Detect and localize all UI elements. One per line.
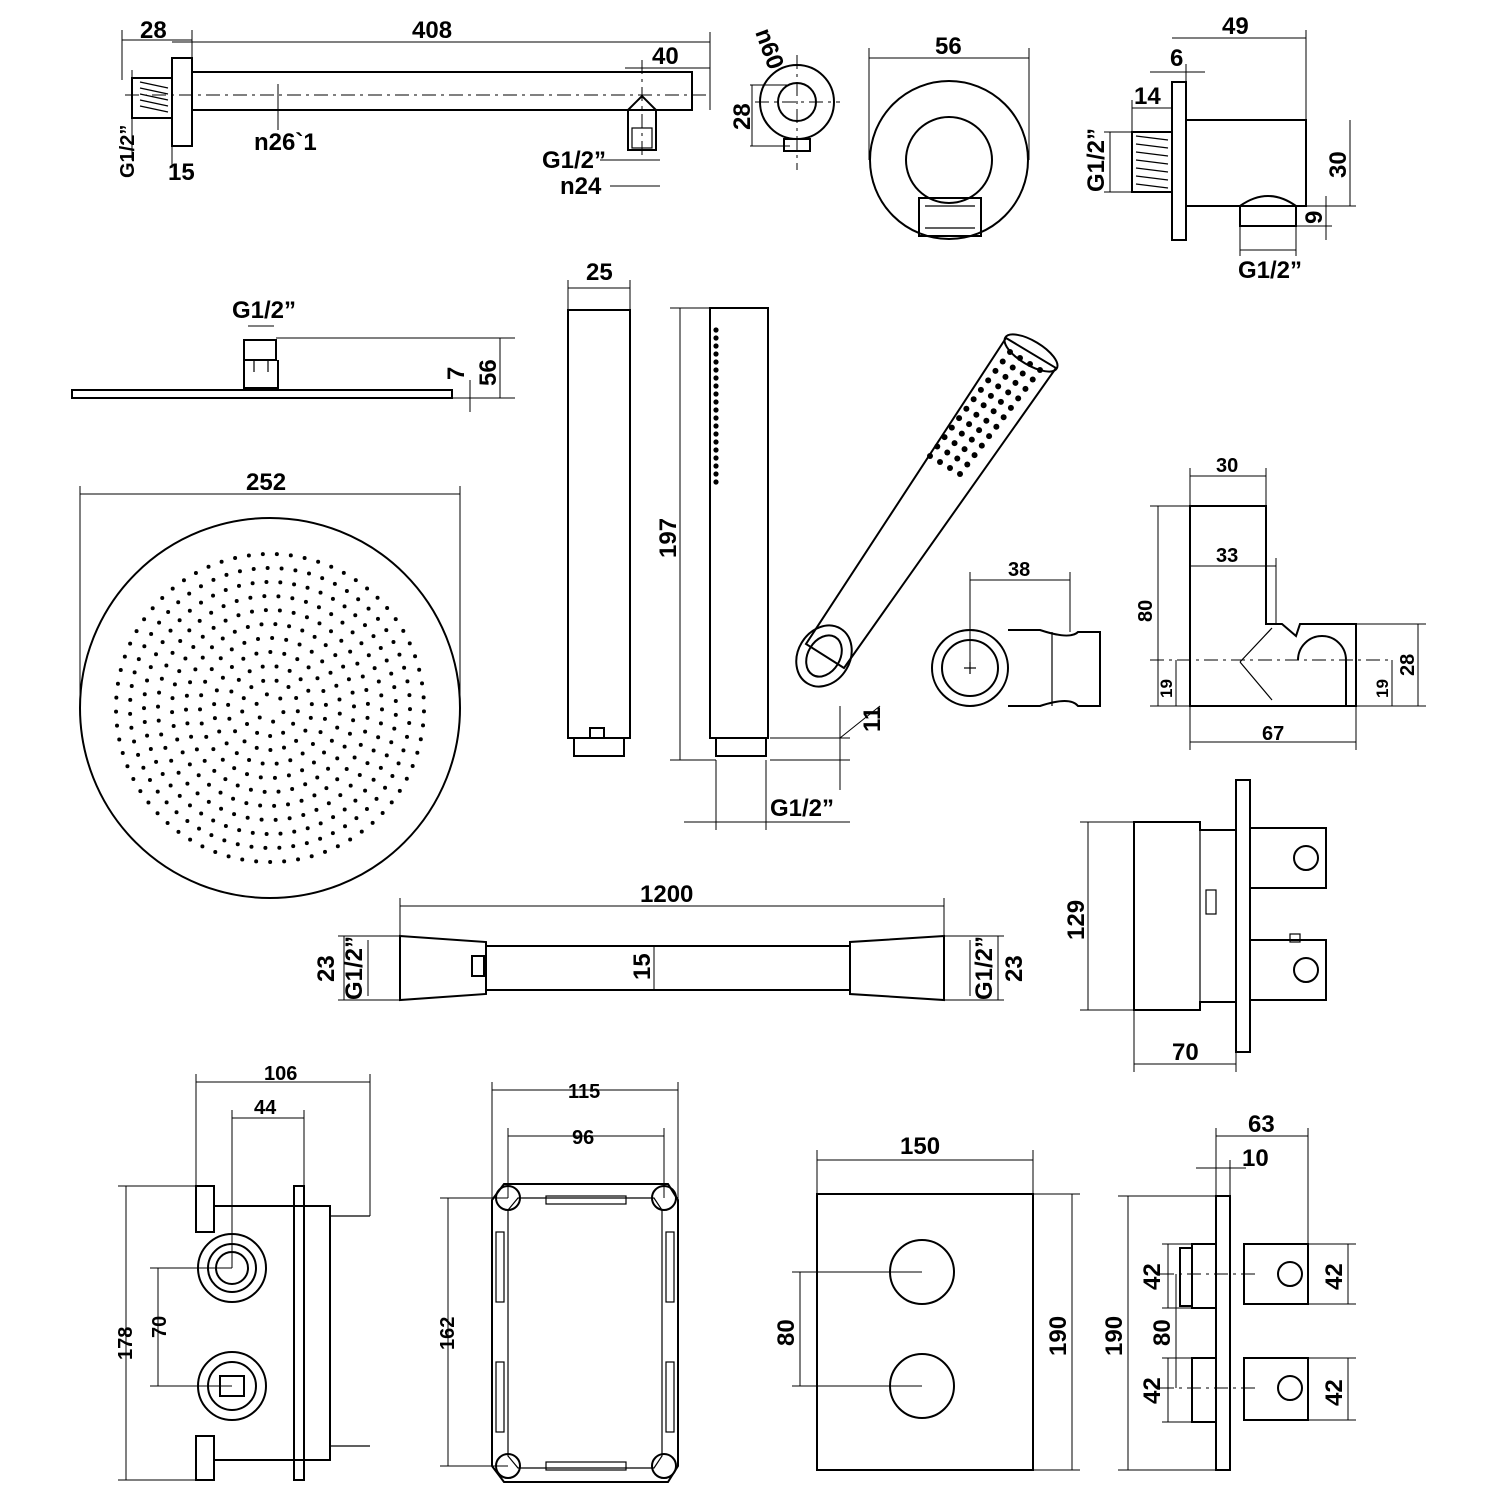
hose-dim-15: 15: [629, 953, 656, 980]
elbow-side-dim-30: 30: [1325, 151, 1352, 178]
trim-side-dim-42-b: 42: [1139, 1377, 1166, 1404]
holder-side-dim-19-left: 19: [1157, 679, 1176, 698]
trim-side-dim-63: 63: [1248, 1111, 1275, 1138]
trim-dim-190: 190: [1045, 1316, 1072, 1356]
hand-shower-perspective: [795, 333, 1059, 688]
box-side-drawing: 106 44 178 70: [115, 1063, 371, 1481]
wall-elbow-side-drawing: 49 6 14 G1/2” 30 9 G1/2”: [1083, 13, 1356, 284]
box-side-dim-106: 106: [264, 1063, 297, 1085]
arm-dim-15: 15: [168, 159, 195, 186]
elbow-dim-56: 56: [935, 33, 962, 60]
outlet-dim-28: 28: [729, 103, 756, 130]
trim-side-drawing: 63 10 190 42 80 42 42 42: [1101, 1111, 1356, 1471]
arm-dim-n24: n24: [560, 173, 602, 200]
wall-outlet-front-drawing: 28 n60: [729, 25, 840, 170]
trim-plate-drawing: 80 150 190: [773, 1133, 1080, 1471]
holder-side-dim-30: 30: [1216, 455, 1238, 477]
box-side-dim-44: 44: [254, 1097, 277, 1119]
rain-side-dim-56: 56: [475, 359, 502, 386]
hose-thread-left: G1/2”: [341, 936, 368, 1000]
arm-thread-outlet: G1/2”: [542, 147, 606, 174]
holder-side-dim-67: 67: [1262, 723, 1284, 745]
trim-dim-150: 150: [900, 1133, 940, 1160]
arm-dim-n26: n26`1: [254, 129, 317, 156]
hand-shower-drawing: 25 197 11 G1/2”: [567, 259, 1059, 830]
hand-dim-25: 25: [586, 259, 613, 286]
holder-side-dim-80: 80: [1135, 600, 1157, 622]
valve-side-drawing: 129 70: [1063, 779, 1327, 1072]
hose-dim-1200: 1200: [640, 881, 693, 908]
hose-dim-23-left: 23: [313, 955, 340, 982]
hand-shower-nozzles: [713, 327, 719, 485]
wall-elbow-front-drawing: 56: [868, 33, 1030, 240]
box-front-dim-96: 96: [572, 1127, 594, 1149]
box-front-dim-162: 162: [437, 1317, 459, 1350]
elbow-side-thread-hatch: [1135, 135, 1169, 189]
box-front-drawing: 115 96 162: [437, 1081, 679, 1483]
holder-dim-38: 38: [1008, 559, 1030, 581]
trim-dim-80: 80: [773, 1319, 800, 1346]
rain-side-dim-7: 7: [443, 367, 470, 380]
holder-front-drawing: 38: [931, 559, 1101, 707]
arm-dim-408: 408: [412, 17, 452, 44]
trim-side-dim-190: 190: [1101, 1316, 1128, 1356]
hand-dim-197: 197: [655, 518, 682, 558]
rain-head-side-drawing: G1/2” 56 7: [71, 297, 515, 412]
elbow-side-dim-14: 14: [1134, 83, 1161, 110]
arm-dim-40: 40: [652, 43, 679, 70]
trim-side-dim-42-d: 42: [1321, 1379, 1348, 1406]
hand-shower-perspective-nozzles: [927, 349, 1043, 477]
valve-dim-70: 70: [1172, 1039, 1199, 1066]
trim-side-dim-42-a: 42: [1139, 1263, 1166, 1290]
hose-thread-right: G1/2”: [971, 936, 998, 1000]
hand-dim-11: 11: [859, 707, 886, 732]
elbow-side-thread-in: G1/2”: [1083, 128, 1110, 192]
trim-side-dim-80: 80: [1149, 1319, 1176, 1346]
holder-side-drawing: 30 33 80 19 19 28 67: [1135, 455, 1426, 750]
arm-wall-thread-hatch: [139, 81, 169, 113]
trim-side-dim-10: 10: [1242, 1145, 1269, 1172]
elbow-side-dim-9: 9: [1301, 211, 1328, 224]
rain-head-top-drawing: 252: [79, 469, 461, 899]
valve-dim-129: 129: [1063, 900, 1090, 940]
shower-arm-drawing: 28 408 40 G1/2” 15 n26`1 G1/2” n24: [117, 17, 711, 200]
rain-head-nozzles: [114, 552, 426, 864]
elbow-side-thread-out: G1/2”: [1238, 257, 1302, 284]
box-side-dim-70: 70: [149, 1316, 171, 1338]
rain-top-dim-252: 252: [246, 469, 286, 496]
elbow-side-dim-49: 49: [1222, 13, 1249, 40]
box-side-dim-178: 178: [115, 1327, 137, 1360]
hose-dim-23-right: 23: [1001, 955, 1028, 982]
elbow-side-dim-6: 6: [1170, 45, 1183, 72]
outlet-dim-n60: n60: [749, 25, 789, 73]
box-front-dim-115: 115: [568, 1081, 600, 1103]
arm-thread-wall: G1/2”: [117, 125, 139, 178]
arm-dim-28: 28: [140, 17, 167, 44]
trim-side-dim-42-c: 42: [1321, 1263, 1348, 1290]
holder-side-dim-19-right: 19: [1373, 679, 1392, 698]
holder-side-dim-33: 33: [1216, 545, 1238, 567]
hand-thread: G1/2”: [770, 795, 834, 822]
hose-drawing: 1200 23 G1/2” 15 G1/2” 23: [313, 881, 1028, 1002]
holder-side-dim-28: 28: [1397, 654, 1419, 676]
rain-side-thread: G1/2”: [232, 297, 296, 324]
